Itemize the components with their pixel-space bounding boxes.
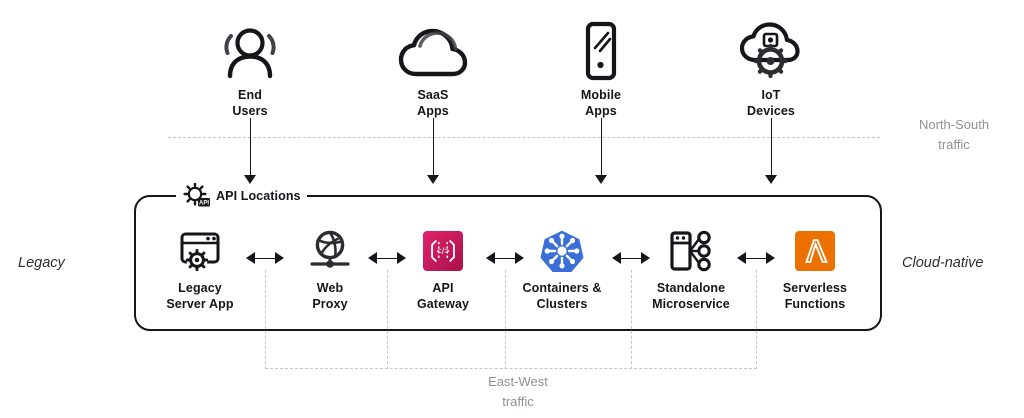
cloud-icon	[373, 20, 493, 82]
api-locations-badge-label: API Locations	[216, 188, 301, 203]
service-node-web-proxy: Web Proxy	[275, 228, 385, 312]
api-locations-badge: API API Locations	[176, 182, 307, 206]
service-label: Containers & Clusters	[522, 281, 602, 311]
service-label: Standalone Microservice	[652, 281, 730, 311]
client-node-end-users: End Users	[190, 20, 310, 119]
web-proxy-icon	[275, 228, 385, 274]
aws-lambda-tile-icon	[760, 228, 870, 274]
client-label: End Users	[232, 88, 268, 118]
service-node-standalone-microservice: Standalone Microservice	[636, 228, 746, 312]
flow-arrow-iot-devices	[765, 118, 778, 184]
kubernetes-icon	[507, 228, 617, 274]
east-west-baseline	[265, 368, 757, 369]
users-icon	[190, 20, 310, 82]
bidirectional-arrow-5	[737, 252, 775, 265]
bidirectional-arrow-1	[246, 252, 284, 265]
iot-cloud-gear-icon	[711, 20, 831, 82]
client-node-iot-devices: IoT Devices	[711, 20, 831, 119]
client-node-saas-apps: SaaS Apps	[373, 20, 493, 119]
svg-text:API: API	[199, 200, 209, 206]
client-label: IoT Devices	[747, 88, 795, 118]
cloud-native-side-label: Cloud-native	[902, 255, 984, 271]
bidirectional-arrow-3	[486, 252, 524, 265]
browser-gear-icon	[145, 228, 255, 274]
east-west-tick-2	[387, 270, 388, 369]
client-label: SaaS Apps	[417, 88, 449, 118]
client-label: Mobile Apps	[580, 88, 622, 118]
east-west-tick-4	[631, 270, 632, 369]
east-west-tick-5	[756, 270, 757, 369]
bidirectional-arrow-2	[368, 252, 406, 265]
service-label: Web Proxy	[312, 281, 348, 311]
api-gateway-tile-icon: </>	[388, 228, 498, 274]
service-label: API Gateway	[416, 281, 470, 311]
north-south-traffic-label: North-South traffic	[918, 117, 990, 152]
service-node-legacy-server-app: Legacy Server App	[145, 228, 255, 312]
mobile-phone-icon	[541, 20, 661, 82]
svg-text:</>: </>	[436, 246, 449, 256]
flow-arrow-mobile-apps	[595, 118, 608, 184]
service-node-containers-clusters: Containers & Clusters	[507, 228, 617, 312]
service-node-api-gateway: </> API Gateway	[388, 228, 498, 312]
legacy-side-label: Legacy	[18, 255, 65, 271]
north-south-divider	[168, 137, 880, 138]
east-west-tick-3	[505, 270, 506, 369]
flow-arrow-saas-apps	[427, 118, 440, 184]
east-west-tick-1	[265, 270, 266, 369]
service-node-serverless-functions: Serverless Functions	[760, 228, 870, 312]
service-label: Serverless Functions	[782, 281, 848, 311]
api-locations-container	[134, 195, 882, 331]
client-node-mobile-apps: Mobile Apps	[541, 20, 661, 119]
bidirectional-arrow-4	[612, 252, 650, 265]
microservice-node-icon	[636, 228, 746, 274]
flow-arrow-end-users	[244, 118, 257, 184]
east-west-traffic-label: East-West traffic	[488, 374, 548, 409]
service-label: Legacy Server App	[166, 281, 234, 311]
api-gear-icon: API	[182, 182, 212, 209]
